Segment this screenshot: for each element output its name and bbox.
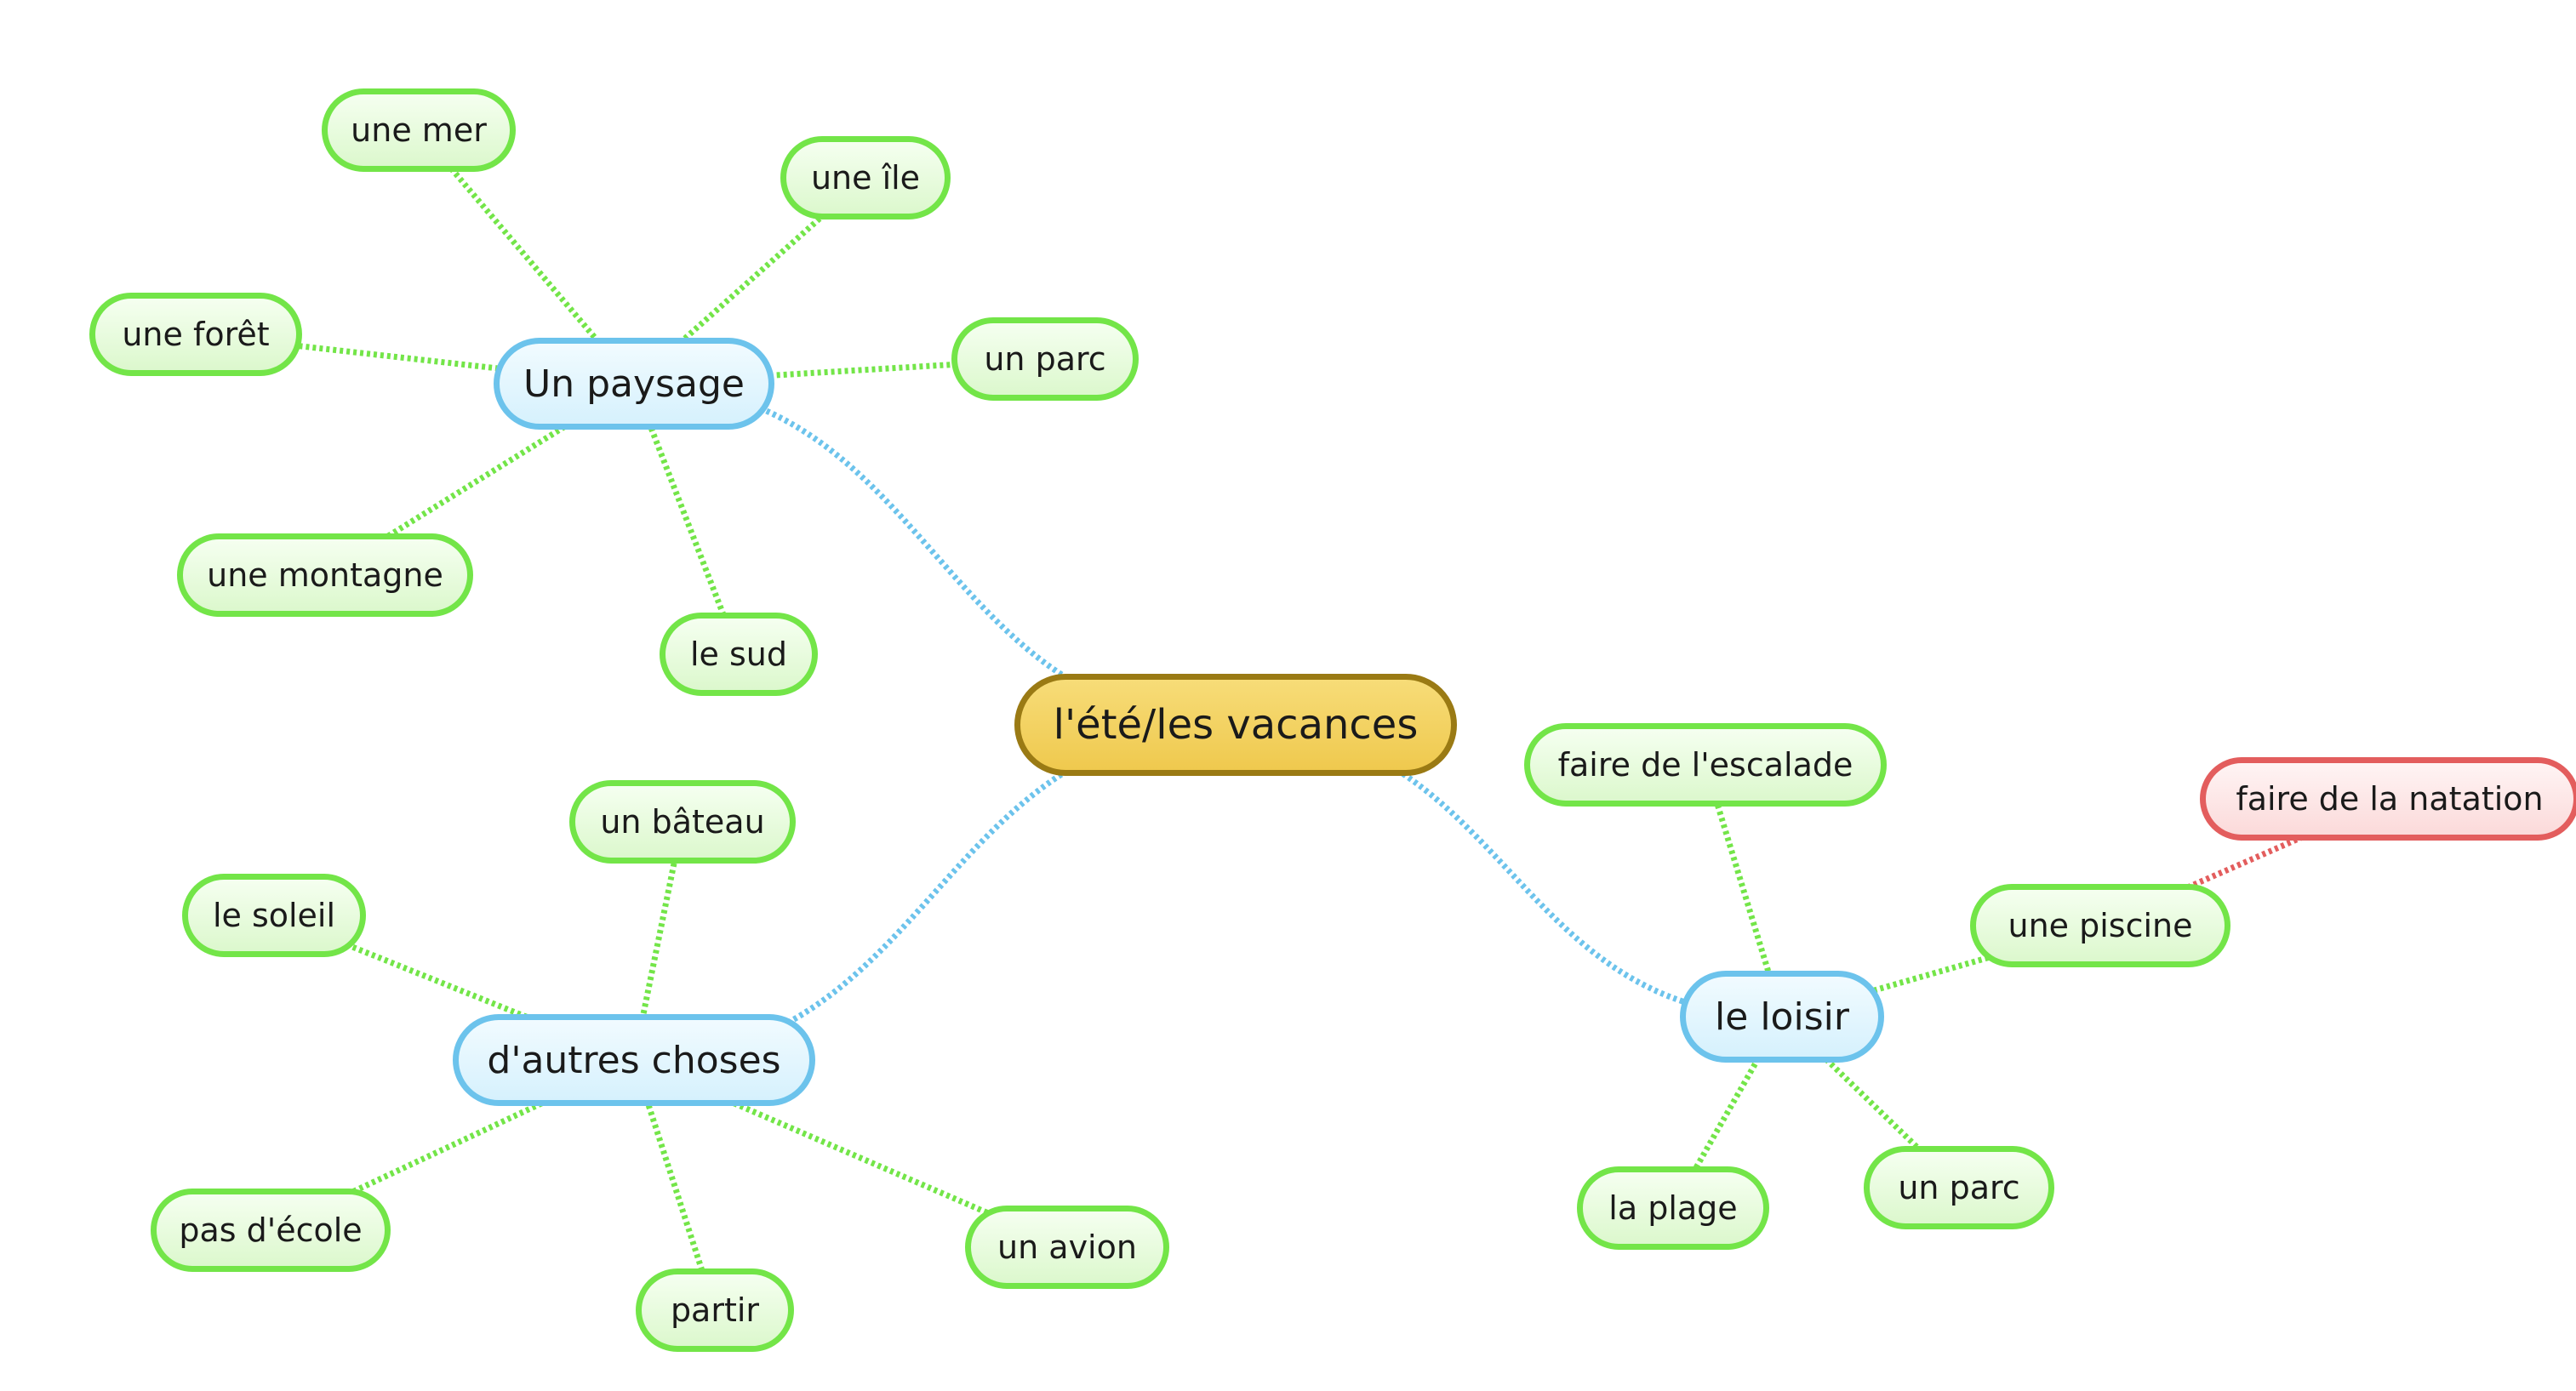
leaf-node-label: pas d'école (179, 1211, 363, 1249)
leaf-node-label: partir (670, 1291, 760, 1329)
root-node-label: l'été/les vacances (1053, 701, 1419, 749)
branch-node-label: d'autres choses (487, 1038, 781, 1082)
leaf-node-partir[interactable]: partir (636, 1268, 794, 1352)
leaf-node-label: un parc (1898, 1169, 2020, 1206)
leaf-node-un-parc[interactable]: un parc (951, 317, 1139, 401)
link-piscine-natation (2099, 795, 2391, 929)
leaf-node-un-parc[interactable]: un parc (1864, 1146, 2054, 1229)
leaf-node-une-mer[interactable]: une mer (322, 88, 516, 172)
leaf-node-faire-de-la-natation[interactable]: faire de la natation (2200, 757, 2576, 841)
leaf-node-une-montagne[interactable]: une montagne (177, 533, 473, 617)
leaf-node-label: une forêt (122, 316, 270, 353)
leaf-node-label: un avion (997, 1229, 1137, 1266)
leaf-node-une-foret[interactable]: une forêt (89, 293, 302, 376)
leaf-node-label: le soleil (212, 897, 336, 934)
leaf-node-le-soleil[interactable]: le soleil (182, 874, 366, 957)
leaf-node-un-avion[interactable]: un avion (965, 1206, 1169, 1289)
branch-node-label: Un paysage (523, 362, 745, 406)
leaf-node-label: un parc (984, 340, 1106, 378)
leaf-node-label: faire de la natation (2236, 780, 2544, 818)
leaf-node-label: une mer (351, 111, 487, 149)
link-paysage-foret (195, 331, 635, 387)
leaf-node-une-ile[interactable]: une île (780, 136, 951, 219)
leaf-node-label: une île (810, 159, 921, 197)
leaf-node-label: faire de l'escalade (1557, 746, 1853, 784)
branch-node-le-loisir[interactable]: le loisir (1680, 971, 1884, 1063)
leaf-node-faire-de-l-escalade[interactable]: faire de l'escalade (1524, 723, 1887, 807)
leaf-node-label: un bâteau (600, 803, 765, 841)
leaf-node-label: une montagne (207, 556, 443, 594)
leaf-node-label: une piscine (2008, 907, 2193, 944)
leaf-node-pas-d-ecole[interactable]: pas d'école (151, 1189, 391, 1272)
branch-node-paysage[interactable]: Un paysage (494, 338, 774, 430)
leaf-node-label: la plage (1608, 1189, 1738, 1227)
leaf-node-une-piscine[interactable]: une piscine (1970, 884, 2230, 967)
root-node[interactable]: l'été/les vacances (1014, 674, 1457, 776)
leaf-node-un-bateau[interactable]: un bâteau (569, 780, 796, 864)
branch-node-label: le loisir (1715, 995, 1849, 1039)
branch-node-autres-choses[interactable]: d'autres choses (453, 1014, 815, 1106)
leaf-node-le-sud[interactable]: le sud (660, 613, 818, 696)
leaf-node-la-plage[interactable]: la plage (1577, 1166, 1769, 1250)
leaf-node-label: le sud (689, 636, 788, 673)
